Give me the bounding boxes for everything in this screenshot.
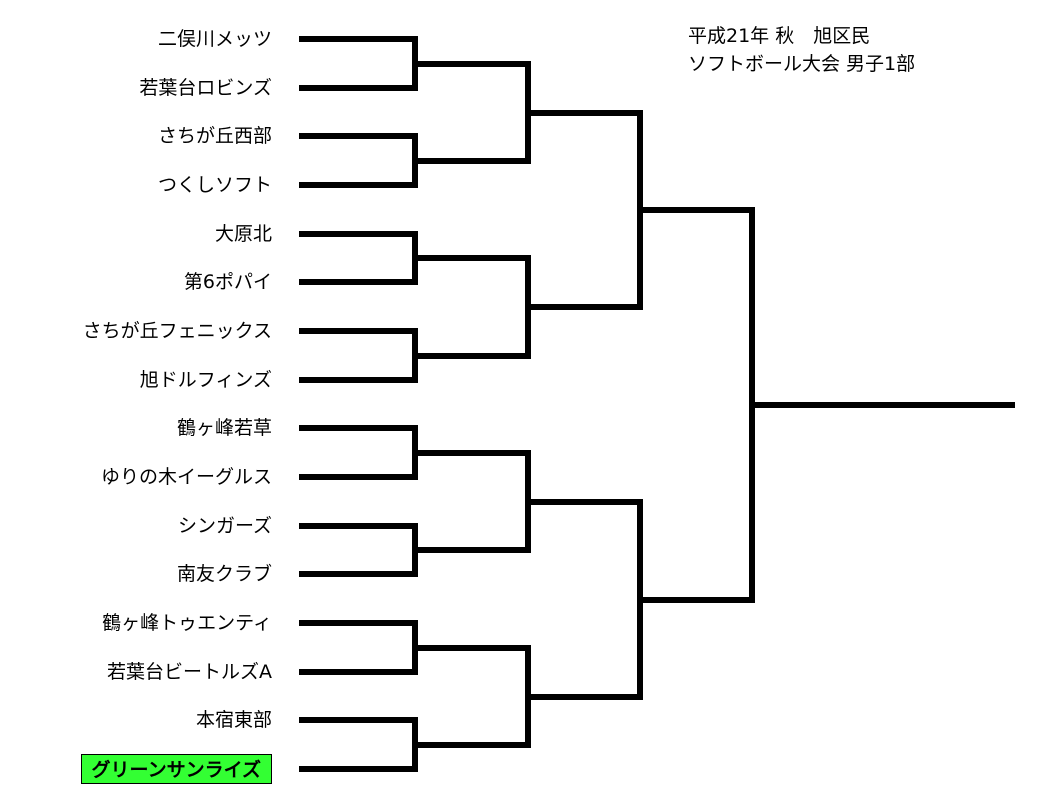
title-line-1: 平成21年 秋 旭区民 (688, 25, 871, 47)
team-name-9: 鶴ヶ峰若草 (176, 417, 272, 439)
team-name-6: 第6ポパイ (183, 271, 272, 293)
team-name-11: シンガーズ (177, 515, 272, 537)
tournament-title: 平成21年 秋 旭区民 ソフトボール大会 男子1部 (688, 22, 915, 78)
team-name-5: 大原北 (214, 223, 272, 245)
team-name-12: 南友クラブ (176, 563, 272, 585)
team-name-7: さちが丘フェニックス (82, 320, 272, 342)
team-name-3: さちが丘西部 (157, 125, 272, 147)
team-name-15: 本宿東部 (195, 709, 272, 731)
team-name-4: つくしソフト (157, 174, 272, 196)
team-name-8: 旭ドルフィンズ (139, 369, 272, 391)
title-line-2: ソフトボール大会 男子1部 (688, 53, 916, 75)
team-name-16: グリーンサンライズ (80, 754, 272, 784)
team-name-14: 若葉台ビートルズA (107, 661, 272, 683)
team-name-13: 鶴ヶ峰トゥエンティ (102, 612, 272, 634)
team-name-1: 二俣川メッツ (157, 28, 272, 50)
team-name-2: 若葉台ロビンズ (139, 77, 272, 99)
team-name-10: ゆりの木イーグルス (100, 466, 272, 488)
